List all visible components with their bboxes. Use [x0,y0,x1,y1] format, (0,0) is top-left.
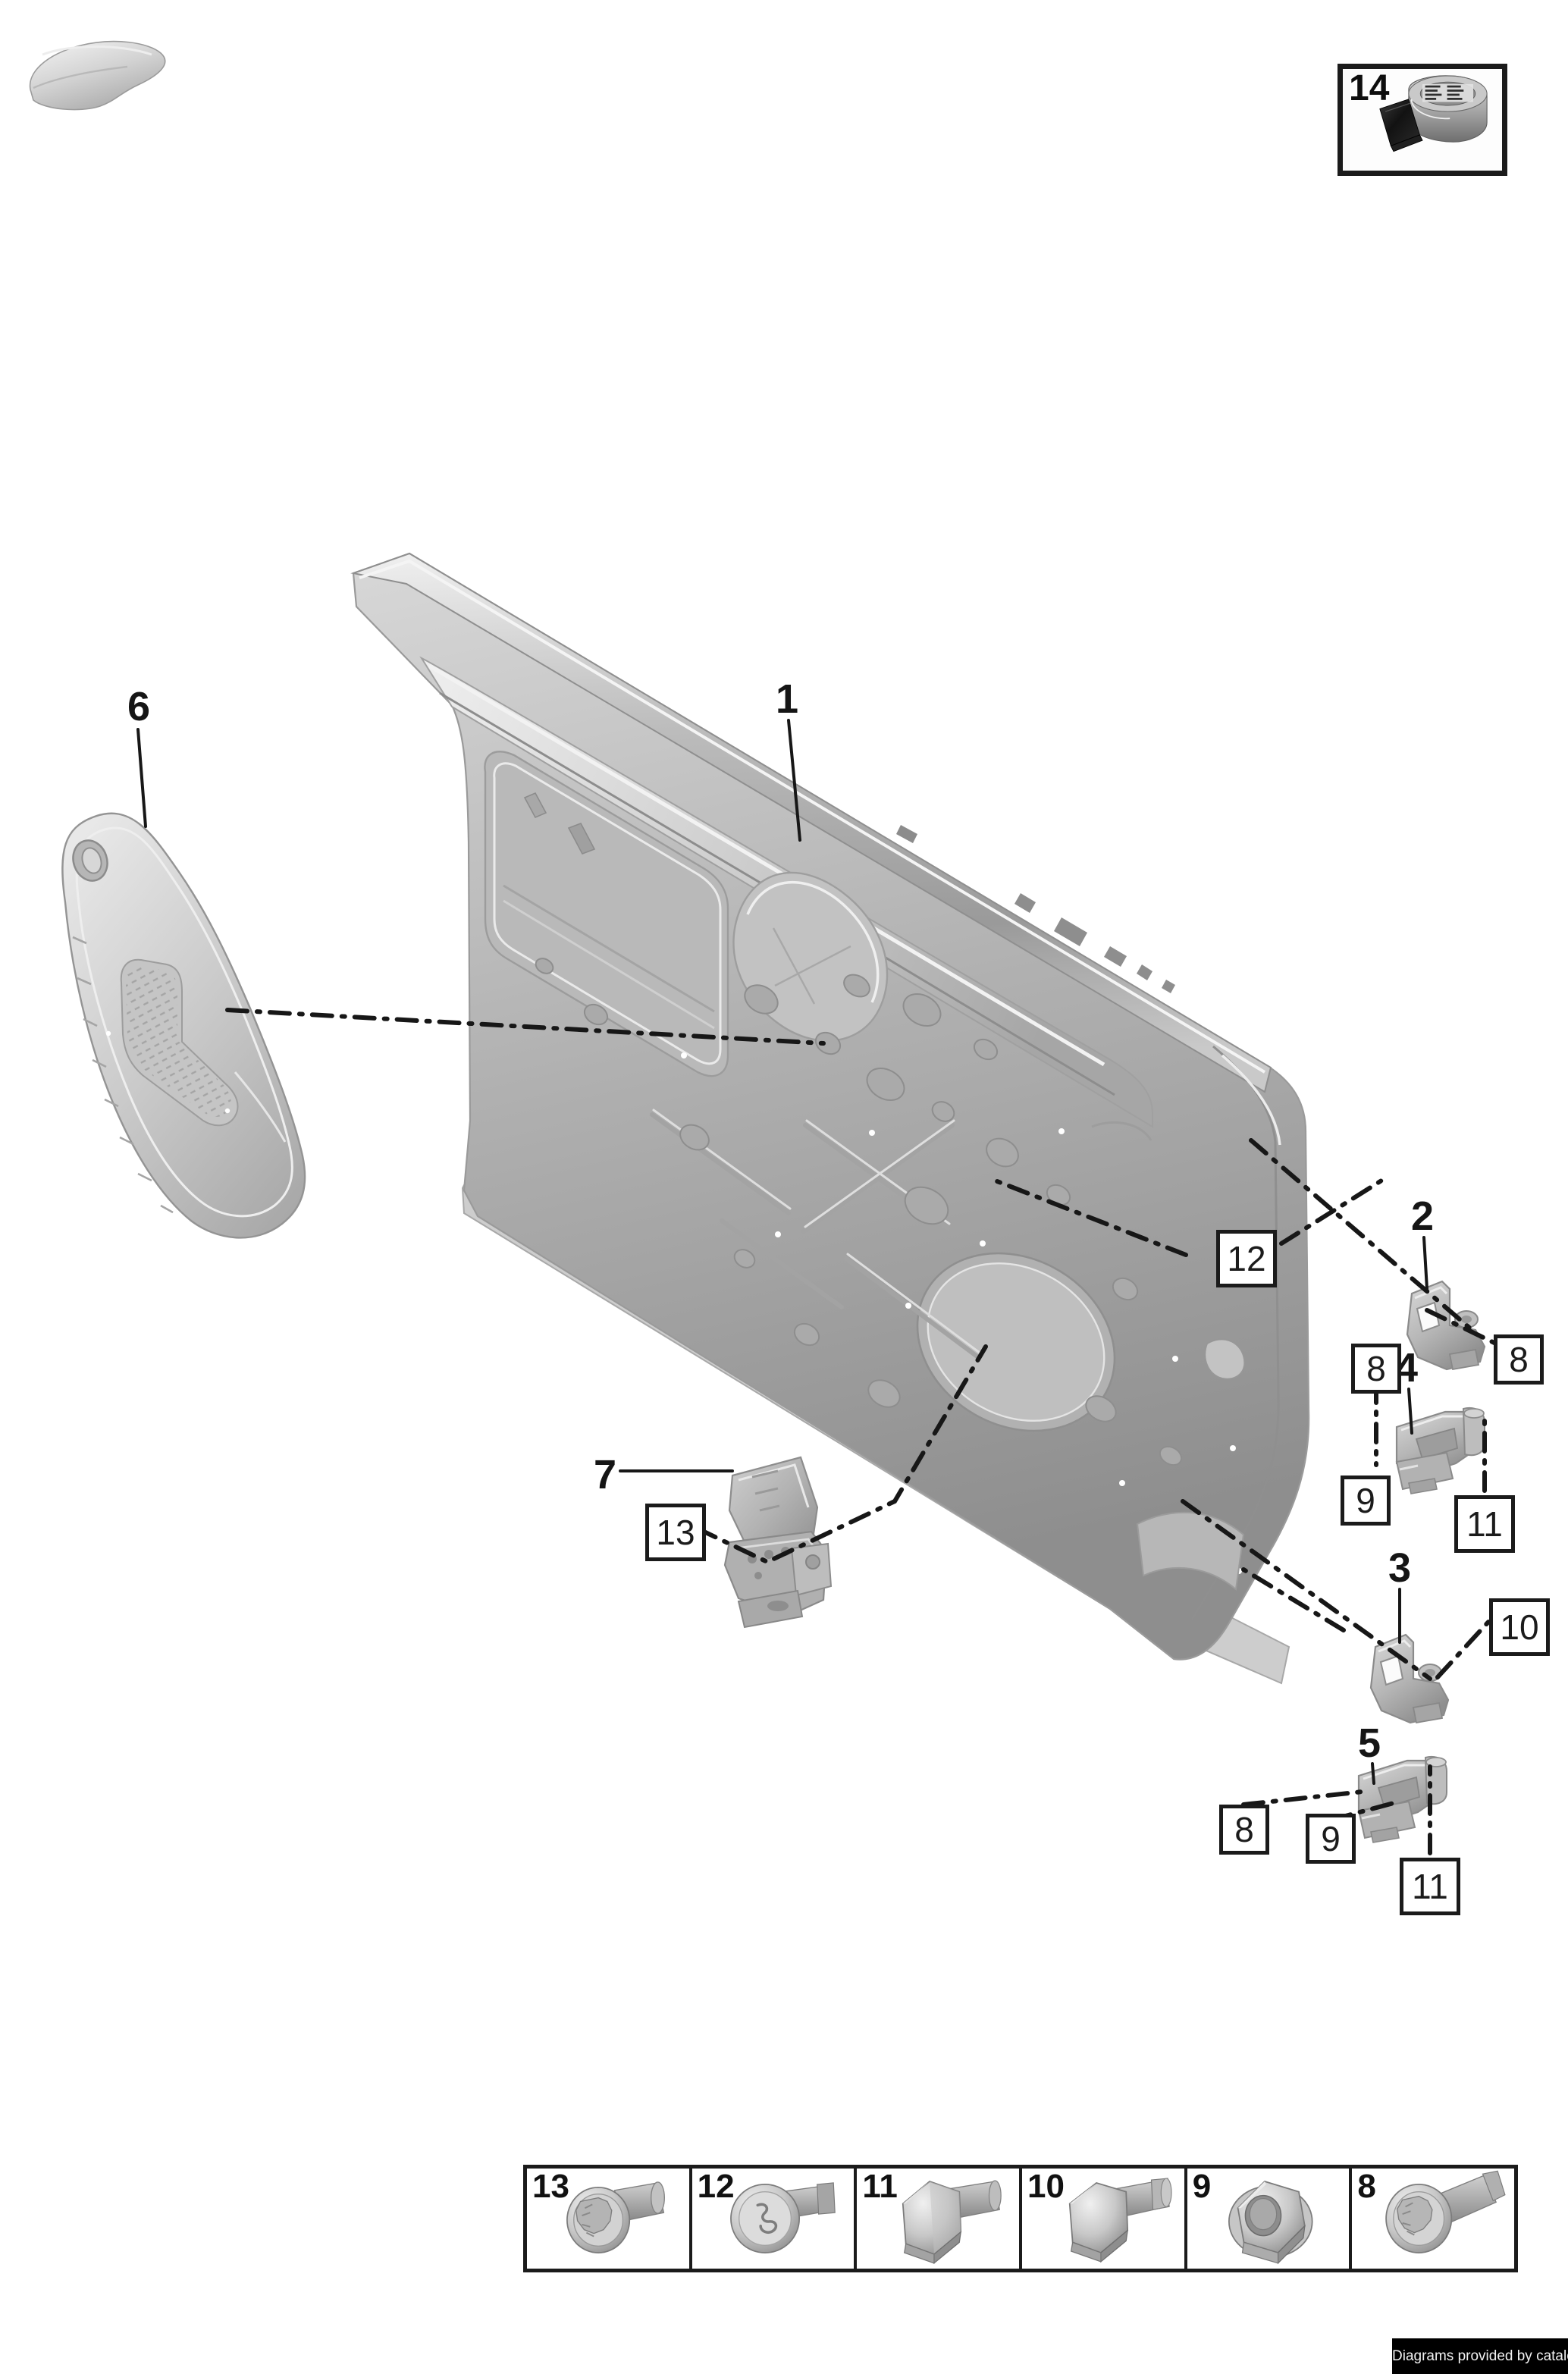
ref-10-to-door [1241,1567,1346,1632]
leader-1 [787,719,801,842]
part-1-door-shell [350,552,1310,1685]
ref-box-11-lower: 11 [1400,1858,1460,1915]
legend-cell-9: 9 [1187,2169,1353,2269]
legend-cell-11: 11 [857,2169,1023,2269]
ref-box-10: 10 [1489,1598,1550,1656]
part-14-number: 14 [1349,68,1390,108]
part-6-water-shield [61,812,306,1239]
ref-2-chain [1249,1138,1478,1335]
legend-number-13: 13 [532,2169,569,2205]
ref-12-right-a [1279,1174,1390,1246]
ref-12-left [991,1178,1188,1257]
leader-2 [1422,1236,1428,1290]
ref-3-chain [1181,1499,1432,1681]
ref-box-8-top: 8 [1494,1334,1544,1385]
legend-cell-8: 8 [1352,2169,1514,2269]
part-2-upper-hinge-bracket [1406,1280,1486,1371]
ref-box-9-lower: 9 [1306,1814,1356,1864]
ref-box-13: 13 [645,1504,706,1561]
part-7-door-check-strap [723,1456,833,1629]
callout-6: 6 [127,684,150,729]
hex-flange-bolt-collar-icon [1068,2178,1172,2263]
unlabeled-trim-part [29,40,166,111]
ref-6-to-door [225,1008,826,1046]
legend-number-8: 8 [1357,2169,1376,2205]
ref-box-8-lower: 8 [1219,1805,1269,1855]
fastener-legend: 13 12 11 [523,2165,1518,2272]
legend-number-9: 9 [1192,2169,1212,2205]
legend-number-10: 10 [1027,2169,1065,2205]
ref-box-8-left: 8 [1351,1344,1401,1394]
part-14-photo-box: 14 [1338,64,1507,176]
ref-10-chain [1435,1619,1491,1679]
ref-box-12: 12 [1216,1230,1277,1287]
callout-7: 7 [594,1452,616,1497]
part-4-upper-hinge-arm [1395,1407,1485,1494]
ref-box-9-upper: 9 [1341,1476,1391,1526]
twelve-point-socket-screw-icon [566,2181,666,2253]
callout-1: 1 [776,676,798,722]
leader-6 [136,728,147,828]
legend-number-11: 11 [862,2169,898,2205]
callout-3: 3 [1388,1545,1411,1591]
watermark: Diagrams provided by catalogs parts [1392,2338,1568,2374]
tape-roll-art [1379,75,1488,152]
ref-13-chain [695,1344,988,1565]
ref-8-low-chain [1241,1789,1372,1807]
legend-number-12: 12 [697,2169,735,2205]
part-3-lower-hinge-bracket [1369,1633,1450,1724]
leader-5 [1371,1762,1375,1785]
legend-cell-10: 10 [1022,2169,1187,2269]
hex-flange-nut-icon [1228,2180,1313,2265]
torx-flange-screw-icon [1385,2170,1506,2253]
callout-5: 5 [1358,1720,1381,1766]
callout-2: 2 [1411,1193,1434,1239]
flange-head-screw-icon [729,2182,836,2253]
hex-flange-bolt-icon [902,2180,1002,2265]
legend-cell-13: 13 [527,2169,692,2269]
leader-4 [1407,1388,1413,1435]
ref-box-11-upper: 11 [1454,1495,1515,1553]
legend-cell-12: 12 [692,2169,858,2269]
